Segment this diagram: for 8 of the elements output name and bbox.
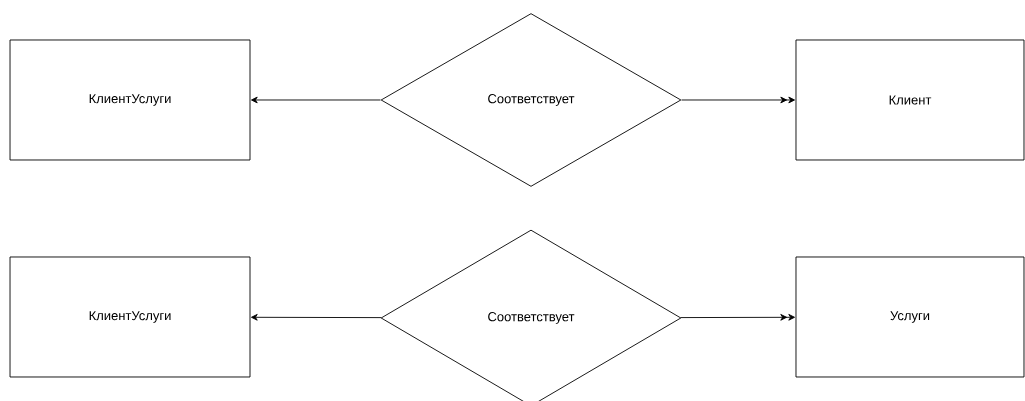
- arrow: [680, 313, 795, 321]
- arrow: [251, 96, 381, 104]
- entity-box: КлиентУслуги: [9, 39, 251, 161]
- entity-box: Клиент: [795, 39, 1025, 161]
- arrow: [251, 313, 382, 321]
- entity-box: Услуги: [795, 256, 1025, 378]
- arrow: [681, 96, 795, 104]
- entity-box: КлиентУслуги: [9, 256, 251, 378]
